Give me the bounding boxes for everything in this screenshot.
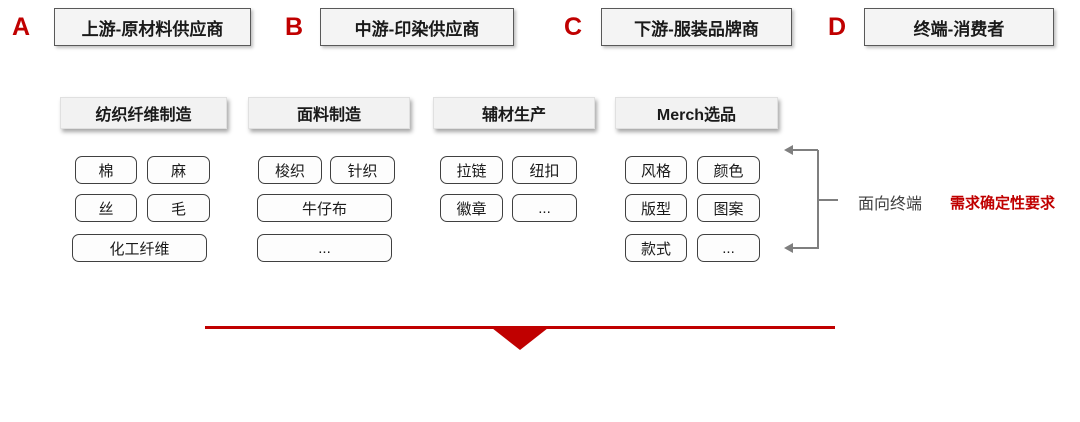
item-style: 风格 bbox=[625, 156, 687, 184]
bottom-red-line bbox=[205, 326, 835, 329]
item-chemical-fiber: 化工纤维 bbox=[72, 234, 207, 262]
bracket-top-line bbox=[792, 149, 818, 151]
column-header-fabric: 面料制造 bbox=[248, 97, 410, 129]
item-design: 款式 bbox=[625, 234, 687, 262]
chain-letter-d: D bbox=[827, 12, 847, 41]
item-merch-more: ... bbox=[697, 234, 760, 262]
item-badge: 徽章 bbox=[440, 194, 503, 222]
chain-letter-b: B bbox=[284, 12, 304, 41]
item-woven: 梭织 bbox=[258, 156, 322, 184]
bracket-middle-stub bbox=[818, 199, 838, 201]
annotation-target-label: 面向终端 bbox=[858, 196, 923, 213]
chain-stage-terminal: 终端-消费者 bbox=[864, 8, 1054, 46]
item-accessory-more: ... bbox=[512, 194, 577, 222]
item-color: 颜色 bbox=[697, 156, 760, 184]
triangle-down-icon bbox=[492, 328, 548, 350]
arrow-left-icon bbox=[784, 243, 793, 253]
column-header-accessory: 辅材生产 bbox=[433, 97, 595, 129]
chain-stage-downstream: 下游-服装品牌商 bbox=[601, 8, 792, 46]
item-button: 纽扣 bbox=[512, 156, 577, 184]
item-hemp: 麻 bbox=[147, 156, 210, 184]
chain-letter-c: C bbox=[563, 12, 583, 41]
item-fit: 版型 bbox=[625, 194, 687, 222]
item-knit: 针织 bbox=[330, 156, 395, 184]
chain-stage-upstream: 上游-原材料供应商 bbox=[54, 8, 251, 46]
item-wool: 毛 bbox=[147, 194, 210, 222]
item-zipper: 拉链 bbox=[440, 156, 503, 184]
item-denim: 牛仔布 bbox=[257, 194, 392, 222]
chain-stage-midstream: 中游-印染供应商 bbox=[320, 8, 514, 46]
arrow-left-icon bbox=[784, 145, 793, 155]
column-header-merch: Merch选品 bbox=[615, 97, 778, 129]
item-silk: 丝 bbox=[75, 194, 137, 222]
item-pattern: 图案 bbox=[697, 194, 760, 222]
bracket-bottom-line bbox=[792, 247, 818, 249]
annotation-red-label: 需求确定性要求 bbox=[950, 195, 1056, 212]
chain-letter-a: A bbox=[11, 12, 31, 41]
item-cotton: 棉 bbox=[75, 156, 137, 184]
item-fabric-more: ... bbox=[257, 234, 392, 262]
column-header-textile-fiber: 纺织纤维制造 bbox=[60, 97, 227, 129]
